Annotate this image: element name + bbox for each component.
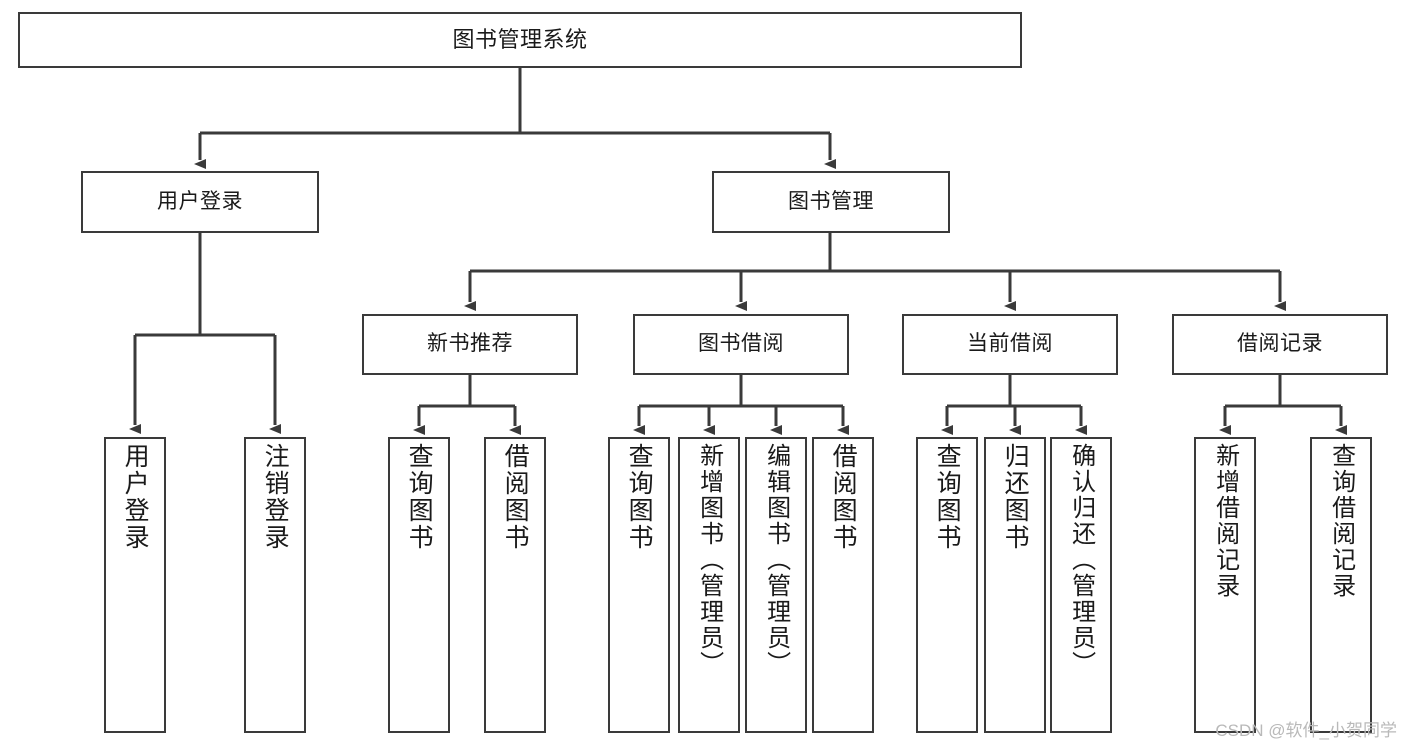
node-new-book-recommend-label: 新书推荐 — [427, 332, 513, 356]
node-leaf-edit-book-label: 编辑图书（管理员） — [762, 443, 790, 677]
node-leaf-logout-label: 注销登录 — [261, 443, 290, 551]
node-leaf-add-book-label: 新增图书（管理员） — [695, 443, 723, 677]
node-leaf-add-borrow-record[interactable]: 新增借阅记录 — [1194, 437, 1256, 733]
node-borrow-record[interactable]: 借阅记录 — [1172, 314, 1388, 375]
node-leaf-borrow-book-rec-label: 借阅图书 — [501, 443, 530, 551]
node-book-manage-label: 图书管理 — [788, 189, 874, 213]
node-leaf-user-login[interactable]: 用户登录 — [104, 437, 166, 733]
node-leaf-borrow-book-label: 借阅图书 — [829, 443, 858, 551]
node-leaf-logout[interactable]: 注销登录 — [244, 437, 306, 733]
node-leaf-add-borrow-record-label: 新增借阅记录 — [1211, 443, 1239, 599]
node-current-borrow-label: 当前借阅 — [967, 332, 1053, 356]
node-new-book-recommend[interactable]: 新书推荐 — [362, 314, 578, 375]
node-user-login[interactable]: 用户登录 — [81, 171, 319, 233]
node-leaf-add-book[interactable]: 新增图书（管理员） — [678, 437, 740, 733]
node-leaf-borrow-book[interactable]: 借阅图书 — [812, 437, 874, 733]
node-book-borrow-label: 图书借阅 — [698, 332, 784, 356]
node-leaf-user-login-label: 用户登录 — [121, 443, 150, 551]
node-leaf-query-book-borrow-label: 查询图书 — [625, 443, 654, 551]
node-borrow-record-label: 借阅记录 — [1237, 332, 1323, 356]
node-leaf-confirm-return-label: 确认归还（管理员） — [1067, 443, 1095, 677]
node-leaf-query-book-rec[interactable]: 查询图书 — [388, 437, 450, 733]
node-leaf-query-borrow-record[interactable]: 查询借阅记录 — [1310, 437, 1372, 733]
watermark: CSDN @软件_小贺同学 — [1215, 721, 1397, 740]
node-leaf-return-book[interactable]: 归还图书 — [984, 437, 1046, 733]
node-leaf-confirm-return[interactable]: 确认归还（管理员） — [1050, 437, 1112, 733]
node-leaf-borrow-book-rec[interactable]: 借阅图书 — [484, 437, 546, 733]
node-leaf-query-book-borrow[interactable]: 查询图书 — [608, 437, 670, 733]
node-user-login-label: 用户登录 — [157, 189, 243, 213]
node-leaf-query-book-rec-label: 查询图书 — [405, 443, 434, 551]
node-book-borrow[interactable]: 图书借阅 — [633, 314, 849, 375]
node-root[interactable]: 图书管理系统 — [18, 12, 1022, 68]
node-leaf-query-borrow-record-label: 查询借阅记录 — [1327, 443, 1355, 599]
node-book-manage[interactable]: 图书管理 — [712, 171, 950, 233]
node-leaf-query-book-current[interactable]: 查询图书 — [916, 437, 978, 733]
node-leaf-return-book-label: 归还图书 — [1001, 443, 1030, 551]
node-leaf-edit-book[interactable]: 编辑图书（管理员） — [745, 437, 807, 733]
node-current-borrow[interactable]: 当前借阅 — [902, 314, 1118, 375]
node-leaf-query-book-current-label: 查询图书 — [933, 443, 962, 551]
node-root-label: 图书管理系统 — [452, 27, 588, 53]
